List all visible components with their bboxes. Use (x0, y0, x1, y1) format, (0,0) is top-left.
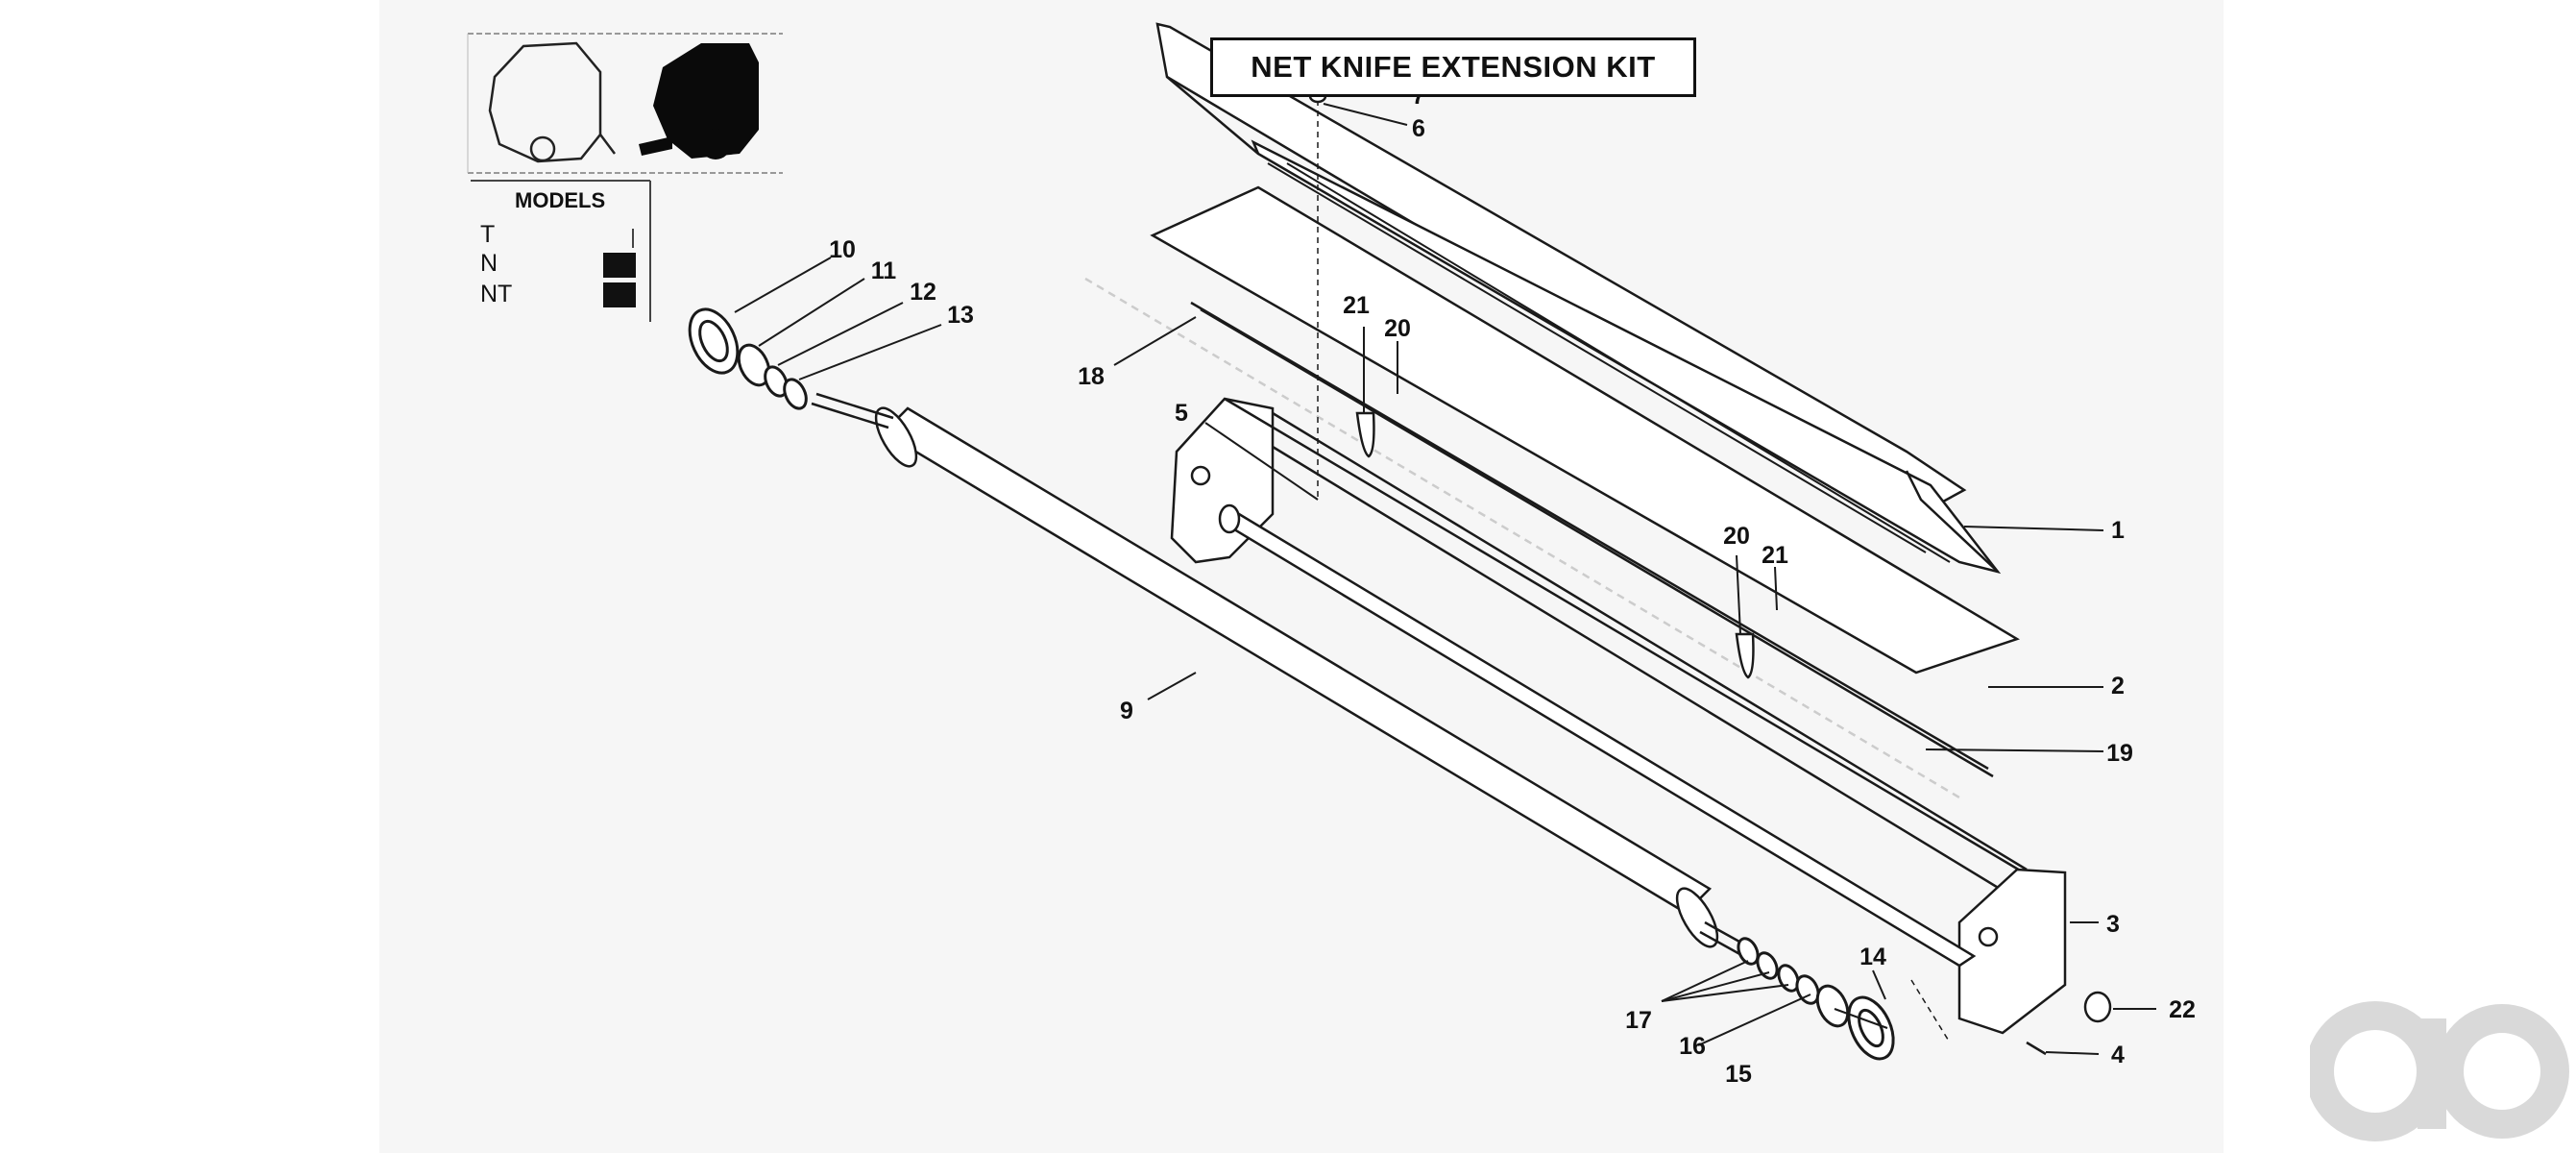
baler-outline-icon (488, 41, 616, 163)
callout-1: 1 (2111, 517, 2125, 544)
kit-title: NET KNIFE EXTENSION KIT (1210, 37, 1696, 97)
drawing-sheet (379, 0, 2224, 1153)
callout-16: 16 (1679, 1033, 1706, 1060)
callout-5: 5 (1175, 400, 1188, 427)
callout-18: 18 (1078, 363, 1105, 390)
callout-22: 22 (2169, 996, 2196, 1023)
callout-6: 6 (1412, 115, 1425, 142)
callout-21-lower: 21 (1762, 542, 1788, 569)
knife-blade (1084, 277, 1994, 799)
callout-9: 9 (1120, 698, 1133, 724)
callout-11: 11 (871, 258, 897, 284)
baler-thumbnail-frame (467, 33, 783, 174)
top-cover-panel (1155, 22, 2002, 575)
models-panel: MODELS T N NT (471, 181, 653, 325)
callout-leaders (734, 62, 2156, 1055)
callout-19: 19 (2106, 740, 2133, 767)
model-row-tick (632, 229, 634, 248)
baler-silhouette-icon (639, 43, 759, 159)
model-row-label: T (480, 221, 496, 248)
watermark-logo (2310, 1001, 2569, 1141)
small-hardware (1308, 58, 2112, 1056)
callout-20-lower: 20 (1723, 523, 1750, 550)
callout-14: 14 (1859, 944, 1886, 970)
callout-21-upper: 21 (1343, 292, 1370, 319)
models-heading: MODELS (515, 188, 606, 212)
callout-17: 17 (1625, 1007, 1652, 1034)
model-row-label: N (480, 250, 498, 277)
callout-2: 2 (2111, 673, 2125, 699)
left-bearing-set (688, 307, 808, 410)
model-row-label: NT (480, 281, 513, 307)
net-plate (1150, 162, 2020, 675)
pivot-rod (1218, 503, 1977, 968)
net-roller (811, 392, 1749, 958)
model-mark (603, 282, 636, 307)
callout-12: 12 (910, 279, 936, 306)
callout-15: 15 (1725, 1061, 1752, 1088)
callout-20-upper: 20 (1384, 315, 1411, 342)
callout-13: 13 (947, 302, 974, 329)
callout-10: 10 (829, 236, 856, 263)
model-mark (603, 253, 636, 278)
callout-3: 3 (2106, 911, 2120, 938)
callout-4: 4 (2111, 1042, 2125, 1068)
